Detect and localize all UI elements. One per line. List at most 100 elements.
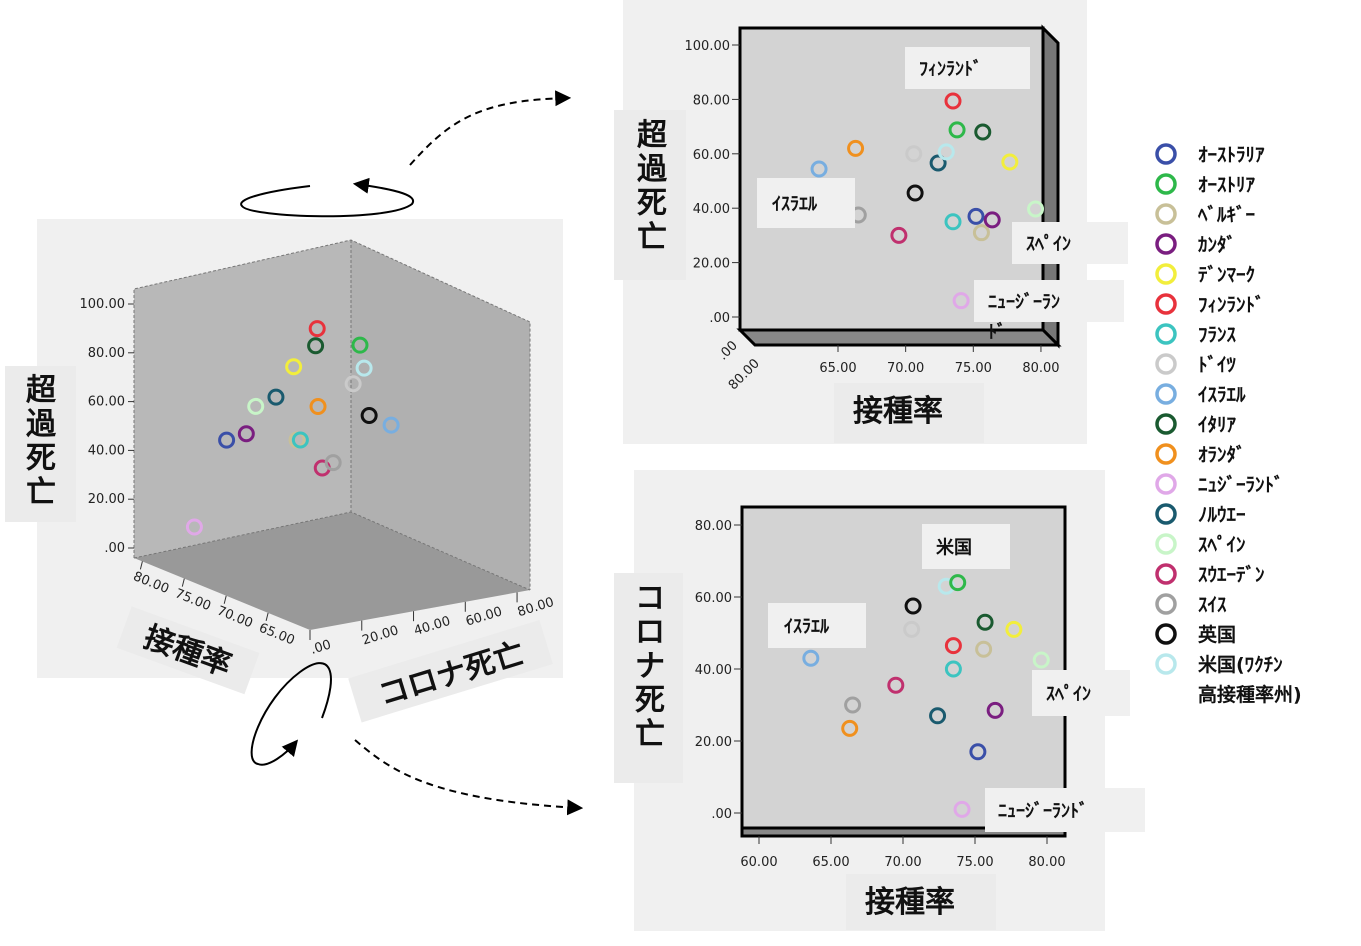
3d-point (351, 336, 369, 354)
top-xlabel-bg (834, 383, 984, 443)
annotation-label: ｽﾍﾟｲﾝ (1046, 683, 1091, 705)
legend-marker (1155, 443, 1177, 465)
bottom-point (975, 640, 993, 658)
top-point (1027, 200, 1045, 218)
legend-label: ｽﾍﾟｲﾝ (1198, 533, 1246, 556)
annotation-label: ﾄﾞ (988, 321, 1006, 343)
annotation-label: ｽﾍﾟｲﾝ (1026, 233, 1071, 255)
legend-label: ﾉﾙｳｴｰ (1198, 504, 1246, 526)
top-ylabel-bg (614, 110, 686, 280)
legend-marker (1155, 203, 1177, 225)
3d-point (355, 359, 373, 377)
legend-marker (1155, 383, 1177, 405)
3d-z-tick-label: .00 (104, 541, 125, 556)
legend-label: ｽｳｴｰﾃﾞﾝ (1198, 563, 1265, 586)
legend-label: ｶﾝﾀﾞ (1198, 233, 1236, 256)
top-x-tick-label: 75.00 (955, 361, 992, 376)
bottom-xlabel-bg (846, 874, 996, 930)
3d-point (267, 388, 285, 406)
bottom-point (969, 743, 987, 761)
rotate-horizontal-arrow-icon (240, 177, 415, 218)
legend-label: 米国(ﾜｸﾁﾝ (1198, 653, 1283, 676)
annotation-box (1032, 670, 1130, 716)
top-ylabel: 超過死亡 (637, 118, 668, 255)
bottom-y-tick-label: 20.00 (695, 735, 732, 750)
top-point (937, 143, 955, 161)
top-point (983, 211, 1001, 229)
legend-label: ﾌｨﾝﾗﾝﾄﾞ (1198, 293, 1265, 316)
3d-ylabel-bg (348, 619, 553, 723)
top-xlabel: 接種率 (853, 394, 943, 429)
3d-z-tick-label: 40.00 (88, 443, 125, 458)
dashed-arrow-to-bottom-icon (354, 739, 584, 816)
3d-point (324, 454, 342, 472)
top-point (974, 123, 992, 141)
3d-point (237, 425, 255, 443)
annotation-box (985, 788, 1145, 832)
top-y-tick-label: .00 (709, 311, 730, 326)
annotation-box (922, 524, 1010, 569)
bottom-point (944, 637, 962, 655)
legend-label: ｲﾀﾘｱ (1198, 414, 1237, 436)
bottom-point (1032, 651, 1050, 669)
bottom-point (944, 660, 962, 678)
3d-point (382, 416, 400, 434)
legend-label: ｵﾗﾝﾀﾞ (1198, 443, 1246, 466)
3d-point (307, 337, 325, 355)
legend-marker (1155, 323, 1177, 345)
bottom-x-tick-label: 60.00 (740, 855, 777, 870)
annotation-box (905, 47, 1030, 89)
3d-point (309, 398, 327, 416)
top-point (1001, 153, 1019, 171)
legend-marker (1155, 173, 1177, 195)
top-point (944, 92, 962, 110)
3d-xlabel-bg (116, 606, 260, 695)
legend: ｵｰｽﾄﾗﾘｱｵｰｽﾄﾘｱﾍﾞﾙｷﾞｰｶﾝﾀﾞﾃﾞﾝﾏｰｸﾌｨﾝﾗﾝﾄﾞﾌﾗﾝｽ… (1155, 143, 1302, 706)
top-point (948, 121, 966, 139)
3d-cube (133, 239, 531, 630)
bottom-point (986, 701, 1004, 719)
3d-x-tick (265, 612, 269, 621)
bottom-plot-frame (740, 505, 1067, 838)
bottom-x-tick-label: 75.00 (956, 855, 993, 870)
annotation-label: 米国 (936, 537, 972, 559)
top-y-tick-label: 60.00 (693, 148, 730, 163)
3d-point (285, 358, 303, 376)
bottom-x-tick-label: 70.00 (884, 855, 921, 870)
annotation-label: ﾆｭｰｼﾞｰﾗﾝﾄﾞ (998, 800, 1088, 822)
3d-point (291, 431, 309, 449)
top-point (967, 207, 985, 225)
bottom-xlabel: 接種率 (865, 885, 955, 920)
bottom-point (953, 800, 971, 818)
top-point (905, 145, 923, 163)
annotation-label: ﾌｨﾝﾗﾝﾄﾞ (919, 58, 982, 80)
legend-marker (1155, 563, 1177, 585)
legend-label: ﾄﾞｲﾂ (1198, 353, 1237, 376)
3d-point (344, 375, 362, 393)
bottom-point (802, 649, 820, 667)
bottom-point (903, 620, 921, 638)
legend-marker (1155, 143, 1177, 165)
3d-x-tick (139, 561, 143, 570)
3d-x-tick (223, 595, 227, 604)
rotate-vertical-arrow-icon (250, 662, 332, 766)
bottom-x-tick-label: 65.00 (812, 855, 849, 870)
bottom-y-tick-label: .00 (711, 807, 732, 822)
3d-zlabel-bg (5, 366, 76, 522)
legend-marker (1155, 653, 1177, 675)
legend-marker (1155, 293, 1177, 315)
top-x-tick-label: 65.00 (819, 361, 856, 376)
annotation-box (757, 178, 855, 228)
legend-label: ﾌﾗﾝｽ (1198, 324, 1237, 346)
top-y-tick-label: 80.00 (693, 93, 730, 108)
top-point (972, 224, 990, 242)
annotation-label: ｲｽﾗｴﾙ (772, 194, 818, 215)
top-point (952, 292, 970, 310)
legend-marker (1155, 593, 1177, 615)
legend-marker (1155, 473, 1177, 495)
legend-marker (1155, 413, 1177, 435)
bottom-point (1005, 620, 1023, 638)
top-point (944, 213, 962, 231)
legend-label: ﾆｭｼﾞｰﾗﾝﾄﾞ (1198, 473, 1284, 496)
